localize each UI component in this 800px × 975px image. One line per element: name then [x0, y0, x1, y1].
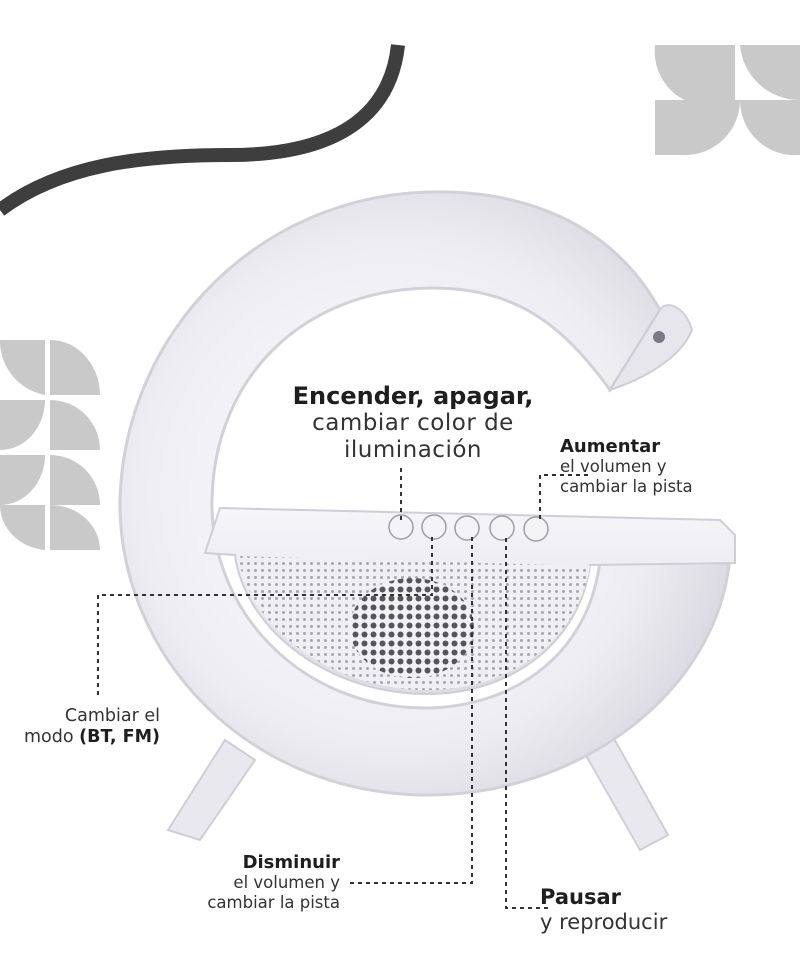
- power-label: Encender, apagar, cambiar color de ilumi…: [268, 382, 558, 465]
- volume-down-label-title: Disminuir: [242, 852, 340, 873]
- mode-label-bold: (BT, FM): [79, 726, 160, 747]
- volume-up-label: Aumentar el volumen y cambiar la pista: [560, 436, 770, 496]
- volume-down-label-line1: el volumen y: [233, 873, 340, 893]
- play-pause-button-icon: [489, 515, 515, 541]
- volume-down-label: Disminuir el volumen y cambiar la pista: [150, 852, 340, 912]
- power-label-line1: cambiar color de: [312, 410, 514, 437]
- leader-volume-down: [350, 535, 473, 884]
- volume-up-button-icon: [523, 516, 549, 542]
- g-arm-tip: [607, 304, 694, 392]
- volume-up-label-line2: cambiar la pista: [560, 476, 693, 496]
- volume-down-button-icon: [454, 515, 480, 541]
- mode-label: Cambiar el modo (BT, FM): [10, 706, 160, 747]
- mode-button-icon: [421, 514, 447, 540]
- leader-volume-up: [539, 474, 588, 523]
- mode-label-line2: modo: [23, 726, 80, 747]
- play-label: Pausar y reproducir: [540, 885, 740, 935]
- usb-port: [653, 331, 665, 343]
- deco-tiles-left: [0, 340, 100, 550]
- volume-down-label-line2: cambiar la pista: [207, 892, 340, 912]
- play-label-title: Pausar: [540, 885, 621, 909]
- speaker-driver: [350, 578, 474, 678]
- deco-curve-line: [0, 44, 405, 216]
- left-leg: [166, 738, 257, 842]
- mode-label-line1: Cambiar el: [64, 706, 160, 726]
- leader-play: [505, 535, 548, 909]
- volume-up-label-line1: el volumen y: [560, 457, 667, 477]
- control-buttons: [388, 514, 549, 542]
- g-ring: [118, 190, 732, 797]
- volume-up-label-title: Aumentar: [560, 436, 661, 457]
- leader-mode: [97, 535, 433, 695]
- deco-tiles-top-right: [654, 45, 800, 156]
- play-label-line1: y reproducir: [540, 909, 668, 934]
- power-button-icon: [388, 514, 414, 540]
- power-label-title: Encender, apagar,: [292, 382, 534, 410]
- power-label-line2: iluminación: [343, 437, 482, 464]
